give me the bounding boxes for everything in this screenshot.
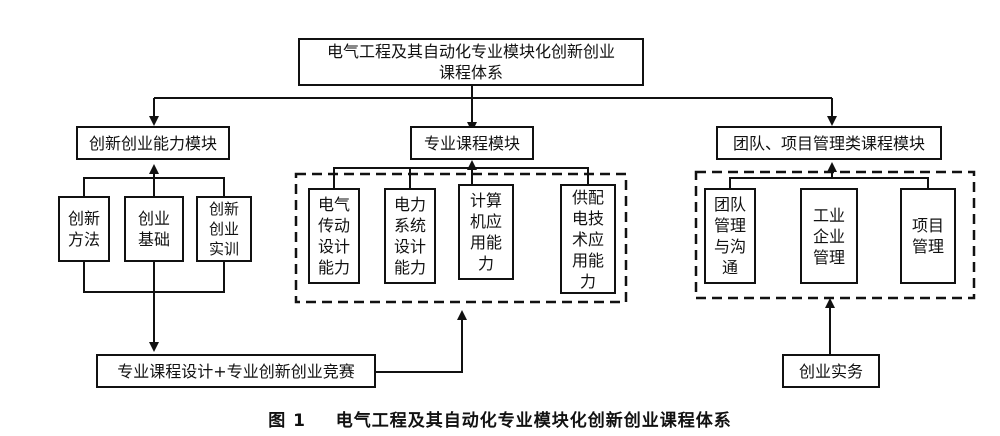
professional-items-frame bbox=[294, 172, 628, 304]
power-supply-application-ability-label: 供配 电技 术应 用能 力 bbox=[571, 187, 604, 291]
industrial-enterprise-management-box: 工业 企业 管理 bbox=[800, 188, 858, 284]
industrial-enterprise-management-label: 工业 企业 管理 bbox=[812, 205, 845, 267]
entrepreneurship-practice-box: 创业实务 bbox=[782, 354, 880, 388]
innovation-module-box: 创新创业能力模块 bbox=[76, 126, 230, 160]
root-course-system-box: 电气工程及其自动化专业模块化创新创业课程体系 bbox=[298, 38, 644, 86]
innovation-top-bracket bbox=[83, 177, 225, 196]
team-communication-box: 团队 管理 与沟 通 bbox=[704, 188, 756, 284]
professional-module-label: 专业课程模块 bbox=[423, 133, 520, 153]
computer-application-ability-label: 计算 机应 用能 力 bbox=[469, 191, 502, 273]
entrepreneurship-basics-label: 创业 基础 bbox=[137, 209, 170, 249]
entrepreneurship-practice-label: 创业实务 bbox=[798, 361, 863, 381]
team-communication-label: 团队 管理 与沟 通 bbox=[713, 195, 746, 277]
innovation-practice-box: 创新 创业 实训 bbox=[196, 196, 252, 262]
figure-caption: 图 1 电气工程及其自动化专业模块化创新创业课程体系 bbox=[0, 406, 1000, 431]
innovation-practice-label: 创新 创业 实训 bbox=[208, 200, 239, 258]
innovation-methods-box: 创新 方法 bbox=[58, 196, 110, 262]
professional-top-bracket bbox=[333, 167, 589, 188]
power-supply-application-ability-box: 供配 电技 术应 用能 力 bbox=[560, 184, 616, 294]
figure-title: 电气工程及其自动化专业模块化创新创业课程体系 bbox=[335, 411, 732, 431]
competition-label: 专业课程设计+专业创新创业竞赛 bbox=[117, 361, 355, 381]
entrepreneurship-basics-box: 创业 基础 bbox=[124, 196, 184, 262]
computer-application-ability-box: 计算 机应 用能 力 bbox=[458, 184, 514, 280]
team-module-label: 团队、项目管理类课程模块 bbox=[732, 133, 925, 153]
team-top-bracket bbox=[729, 177, 929, 188]
power-system-design-ability-label: 电力 系统 设计 能力 bbox=[393, 195, 426, 277]
competition-box: 专业课程设计+专业创新创业竞赛 bbox=[96, 354, 376, 388]
team-items-frame bbox=[694, 170, 976, 300]
team-module-box: 团队、项目管理类课程模块 bbox=[716, 126, 942, 160]
innovation-module-label: 创新创业能力模块 bbox=[88, 133, 217, 153]
competition-to-professional-arrow bbox=[376, 310, 467, 373]
project-management-box: 项目 管理 bbox=[900, 188, 956, 284]
root-label: 电气工程及其自动化专业模块化创新创业课程体系 bbox=[326, 42, 615, 82]
innovation-methods-label: 创新 方法 bbox=[67, 209, 100, 249]
power-system-design-ability-box: 电力 系统 设计 能力 bbox=[384, 188, 436, 284]
drive-design-ability-box: 电气 传动 设计 能力 bbox=[308, 188, 360, 284]
drive-design-ability-label: 电气 传动 设计 能力 bbox=[317, 195, 350, 277]
professional-module-box: 专业课程模块 bbox=[410, 126, 534, 160]
project-management-label: 项目 管理 bbox=[911, 216, 944, 256]
figure-number: 图 1 bbox=[268, 411, 306, 431]
